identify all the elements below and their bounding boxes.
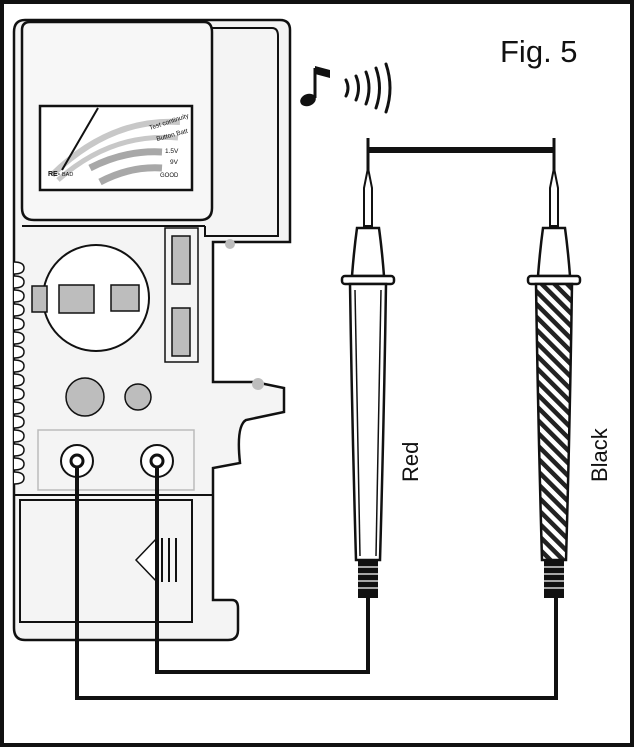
probe-black-handle: [534, 282, 574, 562]
probe-red-handle-line-1: [354, 289, 361, 557]
display-arc-4: [98, 164, 163, 186]
shorting-bar: [366, 138, 556, 182]
contact-left: [31, 285, 48, 313]
probe-black: Black: [526, 167, 612, 598]
brand-mark: RE-: [48, 171, 61, 178]
side-contact-panel: [164, 227, 199, 363]
probe-red-handle-line-2: [375, 289, 382, 557]
round-button-large: [65, 377, 105, 417]
music-note-icon: [300, 66, 330, 107]
probe-red-head: [350, 226, 386, 278]
contact-center: [58, 284, 95, 314]
wire-black-probe: [155, 467, 370, 674]
side-contact-top: [171, 235, 191, 285]
probe-red-tip: [363, 167, 373, 227]
probe-red-label: Red: [398, 442, 423, 482]
wire-red-probe: [75, 467, 558, 700]
battery-compartment: [19, 499, 193, 623]
round-button-small: [124, 383, 152, 411]
test-wires: [75, 467, 558, 700]
multimeter: Test continuity Button Batt 1.5V 9V GOOD…: [12, 18, 292, 642]
probe-black-label: Black: [587, 427, 612, 482]
probe-red: Red: [340, 167, 423, 598]
probe-black-tip: [549, 167, 559, 227]
side-contact-bottom: [171, 307, 191, 357]
jack-panel: [37, 429, 195, 491]
probe-black-boot: [544, 560, 564, 598]
jack-left-inner: [69, 453, 85, 469]
scale-label-good: GOOD: [160, 173, 179, 179]
probe-black-head: [536, 226, 572, 278]
scale-label-1-5v: 1.5V: [165, 148, 179, 155]
probe-red-boot: [358, 560, 378, 598]
figure-label: Fig. 5: [500, 34, 578, 69]
scale-label-9v: 9V: [170, 159, 179, 166]
display-housing-right: [204, 27, 279, 237]
sound-wave-icon: [344, 62, 392, 114]
display-arc-3: [88, 148, 163, 172]
hinge-dot-bottom: [252, 378, 264, 390]
contact-right: [110, 284, 140, 312]
meter-needle: [61, 107, 99, 171]
grip-ridges: [13, 261, 25, 485]
brand-mark-sub: BAD: [62, 172, 73, 178]
hinge-dot-top: [225, 239, 235, 249]
display-arc-2: [56, 134, 179, 182]
jack-right-inner: [149, 453, 165, 469]
